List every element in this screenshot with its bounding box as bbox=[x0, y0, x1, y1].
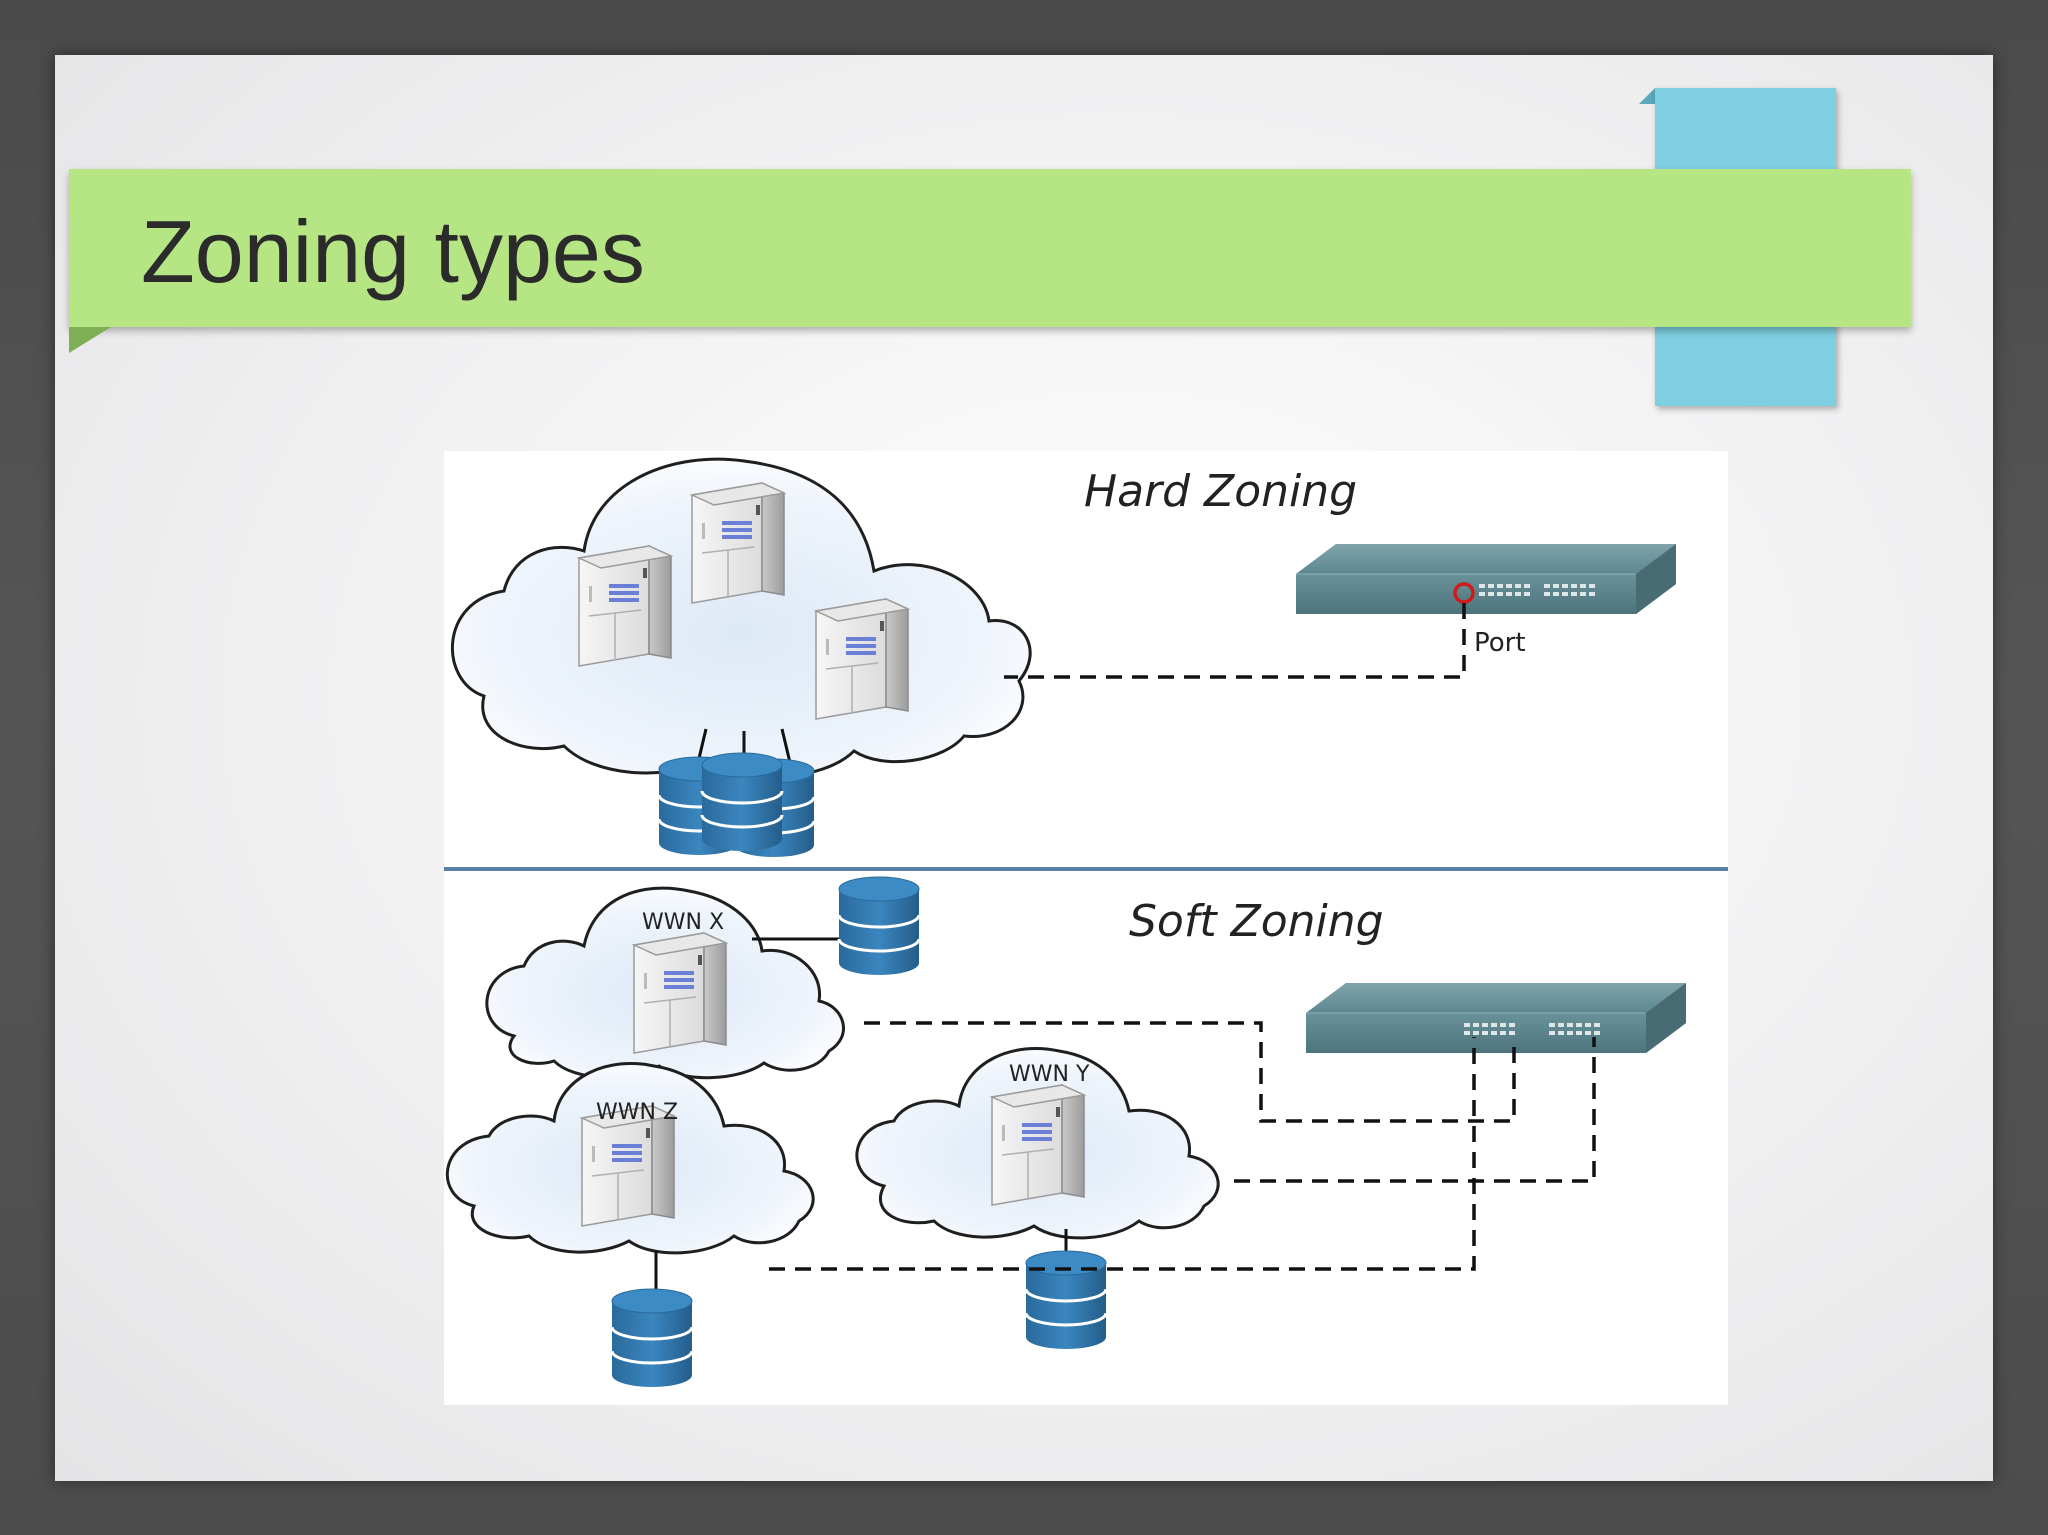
hard-zone-switch bbox=[1295, 543, 1677, 615]
hard-zone-port-label: Port bbox=[1474, 628, 1526, 658]
wwn-z-label: WWN Z bbox=[596, 1100, 678, 1125]
hard-zone-server-1 bbox=[691, 482, 785, 604]
slide-title: Zoning types bbox=[141, 202, 645, 301]
soft-zone-switch bbox=[1305, 982, 1687, 1054]
wwn-y-server bbox=[991, 1084, 1085, 1206]
slide: Zoning types bbox=[55, 55, 1993, 1481]
title-banner-fold bbox=[69, 327, 111, 353]
title-banner bbox=[69, 169, 1911, 327]
wwn-z-switch-link bbox=[769, 1037, 1476, 1271]
wwn-y-switch-link bbox=[1234, 1037, 1596, 1183]
hard-zone-port-link bbox=[1004, 603, 1466, 679]
hard-zone-server-3 bbox=[815, 598, 909, 720]
hard-zone-port-marker bbox=[1453, 582, 1475, 604]
hard-zoning-heading: Hard Zoning bbox=[1084, 466, 1357, 517]
zoning-diagram: Hard Zoning Port Soft Zoning WWN X bbox=[444, 451, 1728, 1405]
soft-zoning-heading: Soft Zoning bbox=[1129, 896, 1384, 947]
hard-zone-storage-2 bbox=[700, 751, 784, 853]
accent-tab-fold bbox=[1639, 88, 1655, 104]
soft-zoning-section: Soft Zoning WWN X WWN Z WWN Y bbox=[445, 875, 1687, 1389]
wwn-y-storage bbox=[1024, 1249, 1108, 1351]
hard-zoning-section: Hard Zoning Port bbox=[451, 457, 1677, 859]
wwn-x-switch-link bbox=[864, 1021, 1516, 1123]
wwn-z-storage bbox=[610, 1287, 694, 1389]
hard-zone-server-2 bbox=[578, 545, 672, 667]
wwn-y-label: WWN Y bbox=[1009, 1062, 1090, 1087]
wwn-x-server bbox=[633, 932, 727, 1054]
wwn-x-label: WWN X bbox=[642, 910, 724, 935]
wwn-x-storage bbox=[837, 875, 921, 977]
